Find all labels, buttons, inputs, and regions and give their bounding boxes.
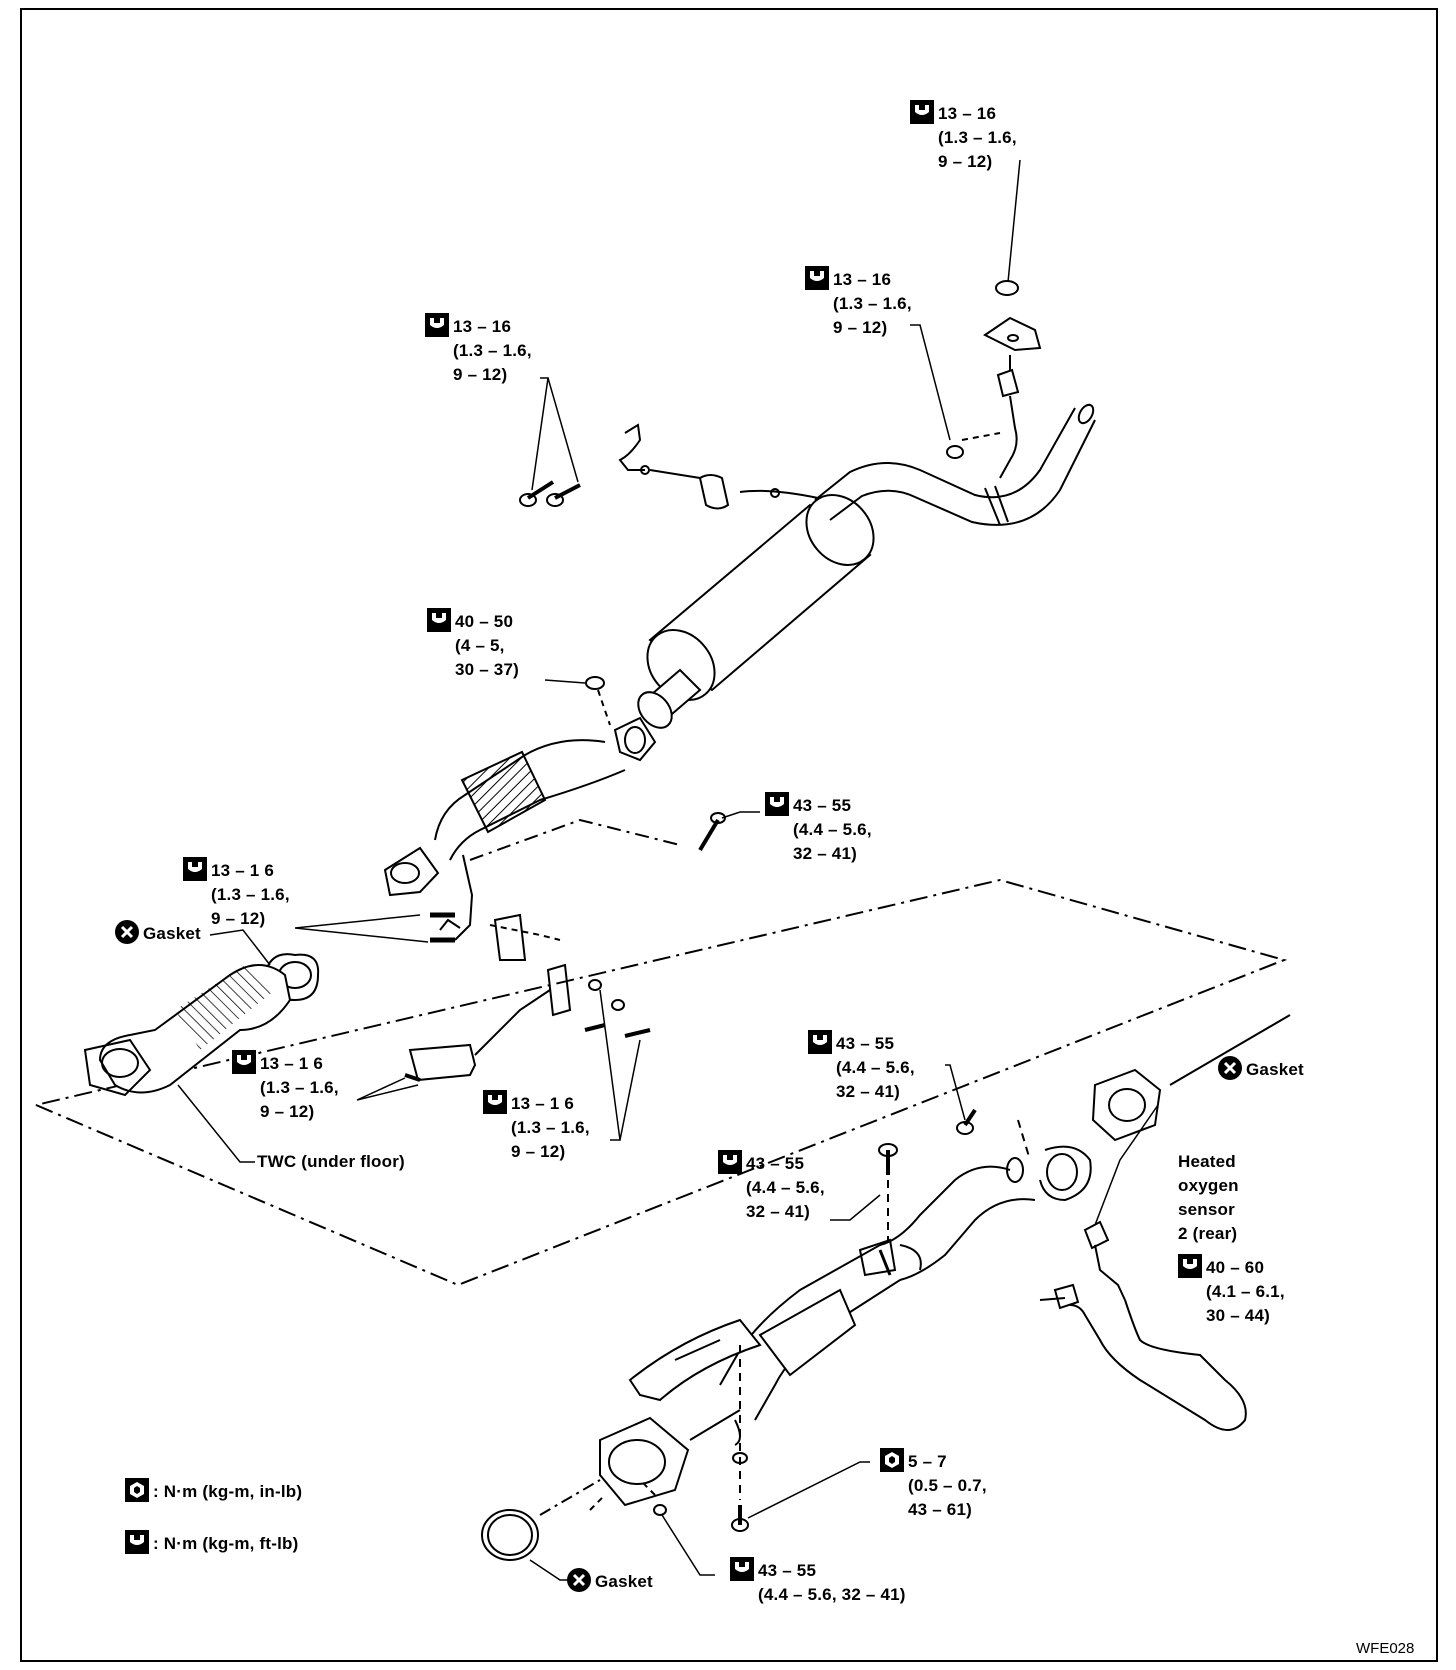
torque-label-8: 13 – 1 6 (1.3 – 1.6, 9 – 12) <box>483 1090 590 1164</box>
wrench-icon <box>765 792 789 816</box>
torque-label-7: 13 – 1 6 (1.3 – 1.6, 9 – 12) <box>232 1050 339 1124</box>
x-circle-icon <box>1218 1056 1242 1080</box>
flange-nut <box>585 676 605 690</box>
pipe-bracket <box>858 1143 898 1277</box>
hanger-bolts <box>519 480 581 507</box>
wrench-icon <box>730 1557 754 1581</box>
torque-label-9: 43 – 55 (4.4 – 5.6, 32 – 41) <box>808 1030 915 1104</box>
wrench-icon <box>183 857 207 881</box>
wrench-icon <box>125 1530 149 1554</box>
wrench-icon <box>427 608 451 632</box>
wrench-icon <box>808 1030 832 1054</box>
torque-label-10: 43 – 55 (4.4 – 5.6, 32 – 41) <box>718 1150 825 1224</box>
gasket-label-front: Gasket <box>115 920 201 946</box>
x-circle-icon <box>115 920 139 944</box>
wrench-icon <box>483 1090 507 1114</box>
diagram-code: WFE028 <box>1356 1640 1415 1657</box>
mount-bolts <box>430 912 651 1038</box>
gasket-rear <box>1091 1014 1291 1142</box>
twc-label: TWC (under floor) <box>257 1152 405 1171</box>
heat-shield-bolts <box>589 1345 749 1532</box>
wrench-icon <box>425 313 449 337</box>
gasket-lower <box>481 1479 601 1561</box>
twc-converter <box>83 964 292 1097</box>
mount-brackets <box>404 854 572 1082</box>
hex-bolt-wrench-icon <box>125 1478 149 1502</box>
torque-label-5: 43 – 55 (4.4 – 5.6, 32 – 41) <box>765 792 872 866</box>
under-floor-boundary <box>35 878 1288 1287</box>
torque-label-2: 13 – 16 (1.3 – 1.6, 9 – 12) <box>805 266 912 340</box>
wrench-icon <box>805 266 829 290</box>
front-hanger-rubber <box>618 423 819 510</box>
diagram-frame <box>20 8 1438 1662</box>
rear-hanger-bracket <box>946 280 1042 479</box>
gasket-label-rear: Gasket <box>1218 1056 1304 1082</box>
torque-label-3: 13 – 16 (1.3 – 1.6, 9 – 12) <box>425 313 532 387</box>
inlet-flange <box>613 716 657 762</box>
legend-ft-lb: : N·m (kg-m, ft-lb) <box>125 1530 298 1556</box>
torque-label-12: 5 – 7 (0.5 – 0.7, 43 – 61) <box>880 1448 987 1522</box>
wrench-icon <box>910 100 934 124</box>
wrench-icon <box>1178 1254 1202 1278</box>
leader-lines <box>177 159 1159 1581</box>
torque-label-6: 13 – 1 6 (1.3 – 1.6, 9 – 12) <box>183 857 290 931</box>
front-exhaust-tube <box>383 739 626 897</box>
torque-label-4: 40 – 50 (4 – 5, 30 – 37) <box>427 608 519 682</box>
x-circle-icon <box>567 1568 591 1592</box>
torque-label-13: 43 – 55 (4.4 – 5.6, 32 – 41) <box>730 1557 906 1607</box>
wrench-icon <box>232 1050 256 1074</box>
heated-oxygen-sensor <box>1039 1220 1247 1431</box>
wrench-icon <box>718 1150 742 1174</box>
main-muffler <box>637 403 1096 729</box>
rear-flange-bolt <box>956 1108 1031 1161</box>
legend-in-lb: : N·m (kg-m, in-lb) <box>125 1478 302 1504</box>
flange-bolt-upper <box>698 812 726 852</box>
torque-label-11: 40 – 60 (4.1 – 6.1, 30 – 44) <box>1178 1254 1285 1328</box>
sensor-label: Heated oxygen sensor 2 (rear) <box>1178 1152 1239 1243</box>
gasket-label-lower: Gasket <box>567 1568 653 1594</box>
front-exhaust-pipe <box>599 1145 1092 1507</box>
hex-bolt-wrench-icon <box>880 1448 904 1472</box>
torque-label-1: 13 – 16 (1.3 – 1.6, 9 – 12) <box>910 100 1017 174</box>
